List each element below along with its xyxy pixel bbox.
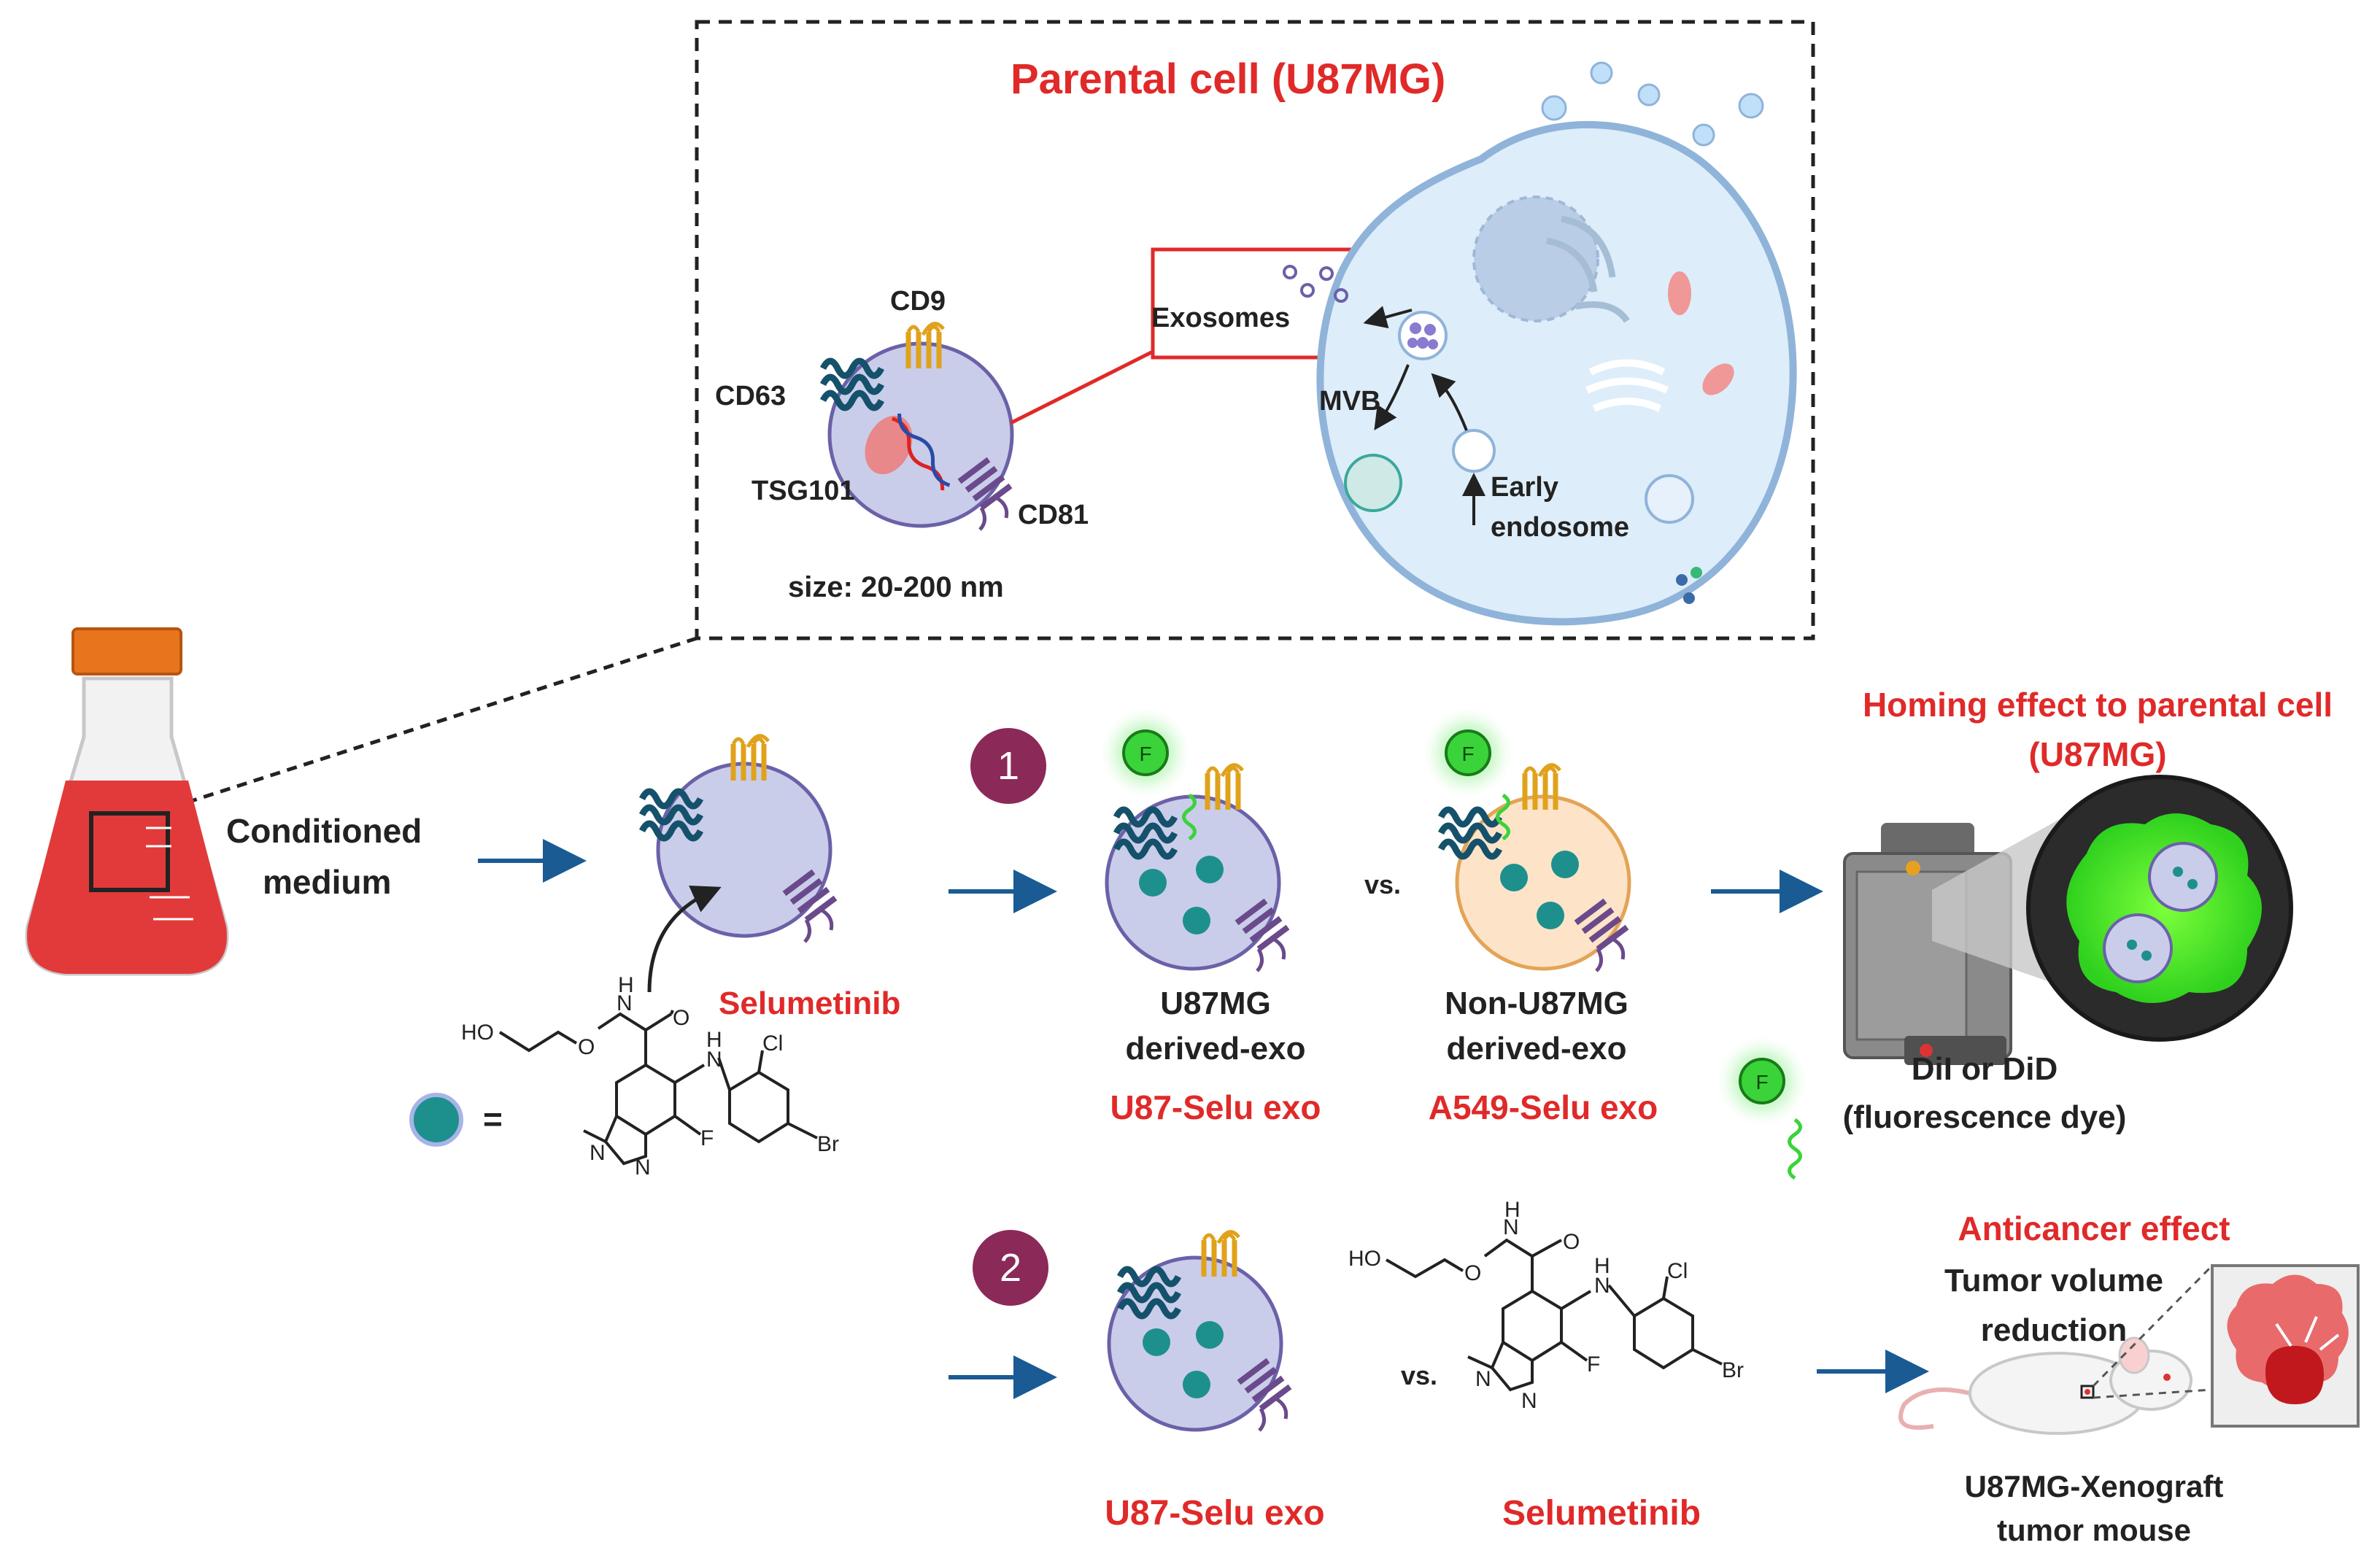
lysosome-icon <box>1344 454 1402 512</box>
tumor-line1: Tumor volume <box>1944 1263 2163 1298</box>
nonu87-exosome: F <box>1423 708 1631 971</box>
atom-h-3: H <box>1504 1198 1521 1222</box>
atom-o-2: O <box>673 1006 689 1030</box>
atom-n-6: N <box>1594 1274 1610 1298</box>
atom-h-4: H <box>1594 1254 1610 1278</box>
u87-exosome: F <box>1100 708 1288 971</box>
homing-title-line1: Homing effect to parental cell <box>1863 686 2333 724</box>
fluor-letter-2: F <box>1461 743 1474 765</box>
atom-n-5: N <box>1503 1215 1519 1239</box>
u87mg-line2: derived-exo <box>1126 1031 1306 1066</box>
tumor-zoom-icon <box>2211 1264 2360 1428</box>
u87-selu-exo-label-2: U87-Selu exo <box>1105 1494 1324 1533</box>
flask-zoom-connector <box>163 636 698 812</box>
vs-label-2: vs. <box>1401 1360 1437 1390</box>
size-label: size: 20-200 nm <box>788 571 1004 603</box>
atom-o-3: O <box>1464 1261 1481 1285</box>
mouse-line1: U87MG-Xenograft <box>1965 1469 2224 1503</box>
atom-br-2: Br <box>1722 1358 1744 1382</box>
tumor-line2: reduction <box>1981 1312 2127 1348</box>
parental-title: Parental cell (U87MG) <box>1011 55 1445 103</box>
dye-line1: DiI or DiD <box>1912 1051 2058 1087</box>
u87-exosome-step2 <box>1107 1232 1290 1431</box>
atom-o-1: O <box>578 1035 595 1059</box>
selumetinib-label-2: Selumetinib <box>1502 1494 1701 1533</box>
dye-line2: (fluorescence dye) <box>1843 1099 2127 1135</box>
early-label: Early <box>1491 472 1558 503</box>
medium-label: medium <box>263 863 391 901</box>
nonu87mg-line2: derived-exo <box>1447 1031 1627 1066</box>
exosome-empty <box>642 736 835 942</box>
fluorescence-zoom <box>2026 775 2293 1042</box>
homing-title-line2: (U87MG) <box>2028 735 2166 773</box>
cd9-label: CD9 <box>890 286 946 317</box>
tsg101-label: TSG101 <box>752 476 855 506</box>
u87mg-line1: U87MG <box>1160 986 1271 1021</box>
step2-badge <box>973 1230 1048 1306</box>
step1-badge <box>970 728 1046 804</box>
cd81-label: CD81 <box>1018 500 1089 530</box>
culture-flask-icon <box>25 627 229 976</box>
er-icon <box>1546 215 1630 323</box>
atom-f-1: F <box>700 1126 714 1150</box>
atom-o-4: O <box>1563 1230 1580 1254</box>
nonu87mg-line1: Non-U87MG <box>1445 986 1628 1021</box>
parental-cell-panel <box>695 20 1815 640</box>
selumetinib-structure-2 <box>1386 1238 1723 1392</box>
atom-ho-2: HO <box>1348 1247 1381 1271</box>
golgi-icon <box>1585 359 1669 412</box>
atom-f-2: F <box>1587 1352 1600 1377</box>
atom-br-1: Br <box>817 1132 839 1156</box>
a549-selu-exo-label: A549-Selu exo <box>1429 1088 1658 1126</box>
atom-cl-2: Cl <box>1667 1259 1688 1283</box>
atom-n-2: N <box>706 1048 722 1072</box>
free-dye-icon: F <box>1717 1036 1807 1180</box>
nucleus <box>1472 196 1599 322</box>
cd63-label: CD63 <box>715 381 786 411</box>
mouse-icon <box>1898 1336 2192 1435</box>
atom-n-8: N <box>1521 1389 1537 1413</box>
endosome-label: endosome <box>1491 512 1629 543</box>
fluor-letter-3: F <box>1755 1071 1768 1093</box>
atom-h-1: H <box>618 973 634 997</box>
exosome-detail <box>823 324 1014 530</box>
atom-cl-1: Cl <box>762 1031 783 1056</box>
mouse-line2: tumor mouse <box>1997 1513 2191 1547</box>
selumetinib-label-1: Selumetinib <box>719 986 900 1021</box>
atom-n-1: N <box>617 991 633 1015</box>
mvb-icon <box>1398 311 1448 360</box>
conditioned-label: Conditioned <box>226 812 422 850</box>
zoom-connector <box>1009 349 1154 425</box>
secreted-exosome-icon <box>1283 265 1297 279</box>
anticancer-title: Anticancer effect <box>1958 1209 2230 1247</box>
u87-selu-exo-label-1: U87-Selu exo <box>1110 1088 1321 1126</box>
drug-loading-arrow <box>647 885 722 993</box>
rna-strand-icon <box>891 417 945 491</box>
selumetinib-structure-1 <box>498 1010 818 1166</box>
atom-n-3: N <box>590 1141 606 1165</box>
drug-dot-icon <box>409 1093 463 1147</box>
mvb-label: MVB <box>1319 386 1380 417</box>
mitochondria-icon <box>1668 271 1691 315</box>
vs-label-1: vs. <box>1364 870 1401 899</box>
parental-cell <box>1283 61 1797 626</box>
equals-sign: = <box>483 1100 503 1138</box>
atom-ho-1: HO <box>461 1021 494 1045</box>
protein-blob-icon <box>865 415 913 475</box>
step2-number: 2 <box>1000 1246 1021 1290</box>
fluor-letter-1: F <box>1139 743 1151 765</box>
atom-n-4: N <box>635 1155 651 1180</box>
atom-h-2: H <box>706 1028 722 1052</box>
step1-number: 1 <box>997 744 1019 788</box>
exosomes-label: Exosomes <box>1151 303 1290 333</box>
early-endosome-icon <box>1452 429 1496 473</box>
atom-n-7: N <box>1475 1367 1491 1391</box>
